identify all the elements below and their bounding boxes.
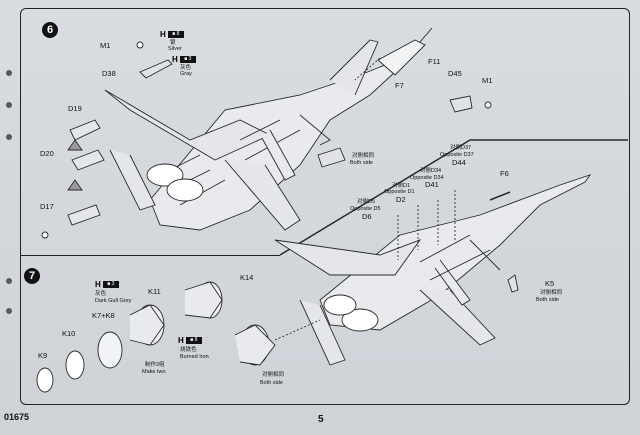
part-label-k14: K14 — [240, 273, 254, 282]
binding-hole — [6, 102, 12, 108]
note-cn: 对侧D1 — [392, 183, 411, 189]
note-cn: 对侧D34 — [420, 168, 442, 174]
part-label-d2: D2 — [396, 195, 406, 204]
part-label-d20: D20 — [40, 149, 54, 158]
paint-name-cn: 银 — [170, 40, 176, 46]
part-label-d38: D38 — [102, 69, 116, 78]
note-opposite-d34: Opposite D34 — [410, 175, 444, 181]
aircraft-upper — [104, 39, 396, 231]
kit-code: 01675 — [4, 412, 30, 422]
part-label-f7: F7 — [395, 81, 404, 90]
part-label-d44: D44 — [452, 158, 466, 167]
paint-brand: H — [172, 55, 178, 64]
binding-hole — [6, 278, 12, 284]
part-label-k11: K11 — [148, 287, 161, 296]
note-both-side: Both side — [260, 380, 283, 386]
part-label-k7-k8: K7+K8 — [92, 311, 115, 320]
paint-brand: H — [160, 30, 166, 39]
part-label-d41: D41 — [425, 180, 439, 189]
paint-code-box: ■ 3 — [102, 281, 119, 288]
paint-code-box: ■ 8 — [167, 31, 184, 38]
aircraft-lower — [274, 174, 592, 366]
small-parts-6 — [41, 41, 492, 239]
binding-holes — [6, 8, 16, 428]
step-divider — [20, 255, 280, 256]
paint-name-en: Burned Iron — [180, 354, 209, 360]
diagonal-divider — [279, 139, 628, 256]
paint-name-cn: 灰色 — [95, 291, 107, 297]
paint-mark-gray: H ■ 3 — [172, 55, 196, 64]
paint-code-box: ■ 3 — [179, 56, 196, 63]
binding-hole — [6, 308, 12, 314]
part-label-f11: F11 — [428, 57, 441, 66]
part-label-k10: K10 — [62, 329, 76, 338]
part-label-d19: D19 — [68, 104, 82, 113]
part-label-k9: K9 — [38, 351, 48, 360]
note-both-side: Both side — [536, 297, 559, 303]
note-opposite-d5: Opposite D5 — [350, 206, 381, 212]
page-number: 5 — [318, 414, 324, 425]
part-label-d45: D45 — [448, 69, 462, 78]
paint-mark-burned-iron: H ■ 8 — [178, 336, 202, 345]
step-number-7: 7 — [24, 268, 40, 284]
note-cn: 对侧相同 — [540, 290, 563, 296]
step-frame — [20, 8, 630, 405]
part-label-f6: F6 — [500, 169, 509, 178]
paint-brand: H — [178, 336, 184, 345]
note-cn: 对侧相同 — [352, 153, 375, 159]
part-label-m1: M1 — [100, 41, 111, 50]
binding-hole — [6, 134, 12, 140]
note-cn: 对侧D5 — [357, 199, 376, 205]
paint-name-en: Gray — [180, 71, 192, 77]
paint-brand: H — [95, 280, 101, 289]
binding-hole — [6, 70, 12, 76]
paint-code-box: ■ 8 — [185, 337, 202, 344]
note-cn: 对侧相同 — [262, 372, 285, 378]
part-label-k5: K5 — [545, 279, 555, 288]
nozzle-parts — [36, 281, 321, 393]
nose-cone — [354, 27, 433, 81]
paint-name-en: Silver — [168, 46, 182, 52]
note-cn: 制作2组 — [145, 362, 165, 368]
paint-name-cn: 灰色 — [180, 65, 192, 71]
paint-mark-silver: H ■ 8 — [160, 30, 184, 39]
paint-mark-dark-gull-grey: H ■ 3 — [95, 280, 119, 289]
note-cn: 对侧D37 — [450, 145, 472, 151]
part-label-d6: D6 — [362, 212, 372, 221]
part-label-m1-right: M1 — [482, 76, 493, 85]
paint-name-en: Dark Gull Grey — [95, 298, 132, 304]
step-number-6: 6 — [42, 22, 58, 38]
paint-name-cn: 烧铁色 — [180, 347, 197, 353]
note-opposite-d37: Opposite D37 — [440, 152, 474, 158]
part-label-d17: D17 — [40, 202, 54, 211]
note-opposite-d1: Opposite D1 — [384, 189, 415, 195]
note-make-two: Make two — [142, 369, 166, 375]
note-both-side: Both side — [350, 160, 373, 166]
